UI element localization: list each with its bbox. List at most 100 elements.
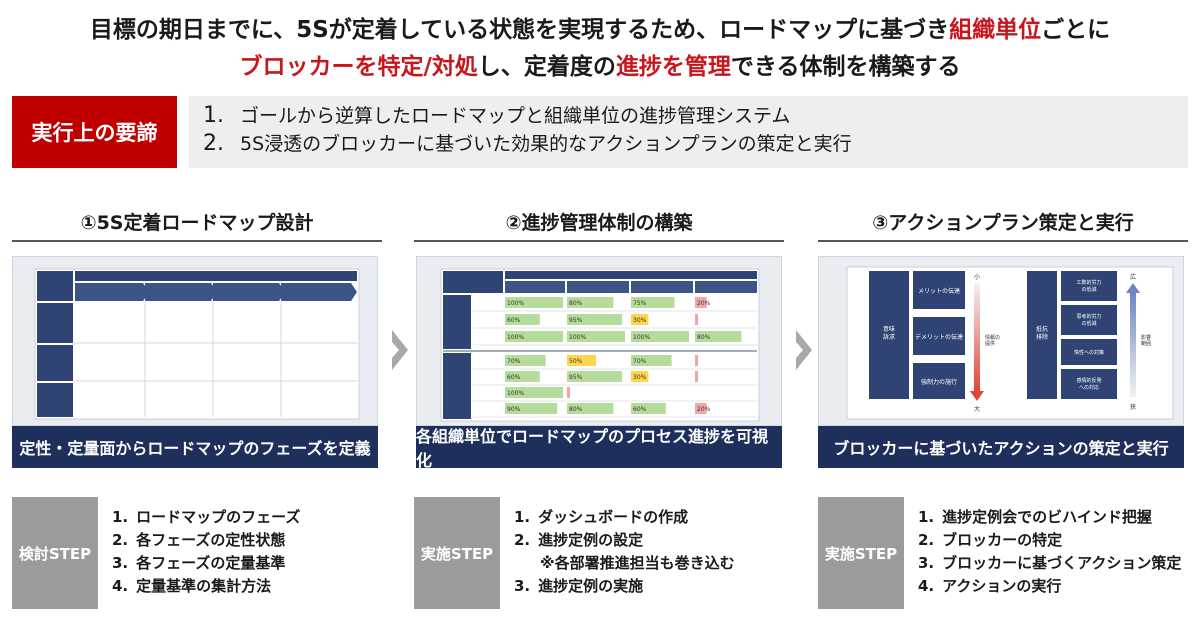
progress-bar bbox=[505, 355, 546, 366]
svg-text:工数的労力の低減: 工数的労力の低減 bbox=[1076, 279, 1101, 293]
column-1-caption: 定性・定量面からロードマップのフェーズを定義 bbox=[12, 426, 378, 468]
progress-label: 50% bbox=[569, 358, 583, 365]
column-3-step-list: 1.進捗定例会でのビハインド把握 2.ブロッカーの特定 3.ブロッカーに基づくア… bbox=[918, 506, 1181, 598]
progress-bar bbox=[567, 355, 596, 366]
svg-text:狭: 狭 bbox=[1130, 403, 1136, 411]
headline: 目標の期日までに、5Sが定着している状態を実現するため、ロードマップに基づき組織… bbox=[0, 12, 1200, 86]
svg-text:広: 広 bbox=[1130, 273, 1136, 281]
key-points-list: 1.ゴールから逆算したロードマップと組織単位の進捗管理システム 2.5S浸透のブ… bbox=[189, 96, 1188, 168]
progress-bar bbox=[695, 371, 698, 382]
progress-bar bbox=[631, 297, 675, 308]
key-point-1: 1.ゴールから逆算したロードマップと組織単位の進捗管理システム bbox=[203, 103, 791, 128]
action-plan-thumbnail: 意味訴求 メリットの伝達 デメリットの伝達 強制力の施行 小 大 情報の提供 抵… bbox=[818, 256, 1184, 426]
progress-label: 80% bbox=[569, 406, 583, 413]
progress-label: 30% bbox=[633, 374, 647, 381]
progress-bar bbox=[505, 314, 540, 325]
progress-bar bbox=[631, 355, 672, 366]
progress-bar bbox=[505, 371, 540, 382]
dashboard-thumbnail: 100%80%75%20%60%95%30%100%100%100%80%70%… bbox=[416, 256, 782, 426]
action-plan-graphic: 意味訴求 メリットの伝達 デメリットの伝達 強制力の施行 小 大 情報の提供 抵… bbox=[846, 266, 1174, 420]
progress-label: 80% bbox=[697, 334, 711, 341]
progress-bar bbox=[631, 371, 649, 382]
progress-bar bbox=[505, 331, 563, 342]
svg-text:デメリットの伝達: デメリットの伝達 bbox=[915, 333, 963, 341]
key-point-2: 2.5S浸透のブロッカーに基づいた効果的なアクションプランの策定と実行 bbox=[203, 131, 852, 156]
progress-bar bbox=[505, 403, 558, 414]
axis-1-mid-label: 情報の提供 bbox=[985, 334, 1000, 347]
left-block-text: 意味訴求 bbox=[883, 325, 895, 341]
list-item: 3.各フェーズの定量基準 bbox=[112, 554, 286, 572]
progress-label: 60% bbox=[507, 317, 521, 324]
key-points: 実行上の要諦 1.ゴールから逆算したロードマップと組織単位の進捗管理システム 2… bbox=[12, 96, 1188, 168]
chevron-right-icon bbox=[796, 330, 812, 370]
axis-2-mid-label: 影響範囲 bbox=[1141, 334, 1151, 347]
progress-bar bbox=[567, 314, 623, 325]
progress-bar bbox=[631, 331, 689, 342]
progress-bar bbox=[567, 297, 614, 308]
list-item: 3.ブロッカーに基づくアクション策定 bbox=[918, 554, 1182, 572]
column-1-rule bbox=[12, 240, 382, 242]
list-item: 4.定量基準の集計方法 bbox=[112, 577, 272, 595]
progress-bar bbox=[695, 297, 707, 308]
progress-label: 60% bbox=[633, 406, 647, 413]
list-item: 1.ロードマップのフェーズ bbox=[112, 508, 301, 526]
right-block-text: 抵抗排除 bbox=[1036, 325, 1048, 341]
svg-text:小: 小 bbox=[974, 273, 980, 281]
chevron-right-icon bbox=[392, 330, 408, 370]
column-2-step-label: 実施STEP bbox=[414, 497, 500, 609]
column-1-step-label: 検討STEP bbox=[12, 497, 98, 609]
list-item: 3.進捗定例の実施 bbox=[514, 577, 644, 595]
progress-bar bbox=[695, 403, 707, 414]
progress-bar bbox=[567, 371, 623, 382]
key-points-label: 実行上の要諦 bbox=[12, 96, 177, 168]
list-item: 1.進捗定例会でのビハインド把握 bbox=[918, 508, 1152, 526]
column-2-step-list: 1.ダッシュボードの作成 2.進捗定例の設定 ※各部署推進担当も巻き込む 3.進… bbox=[514, 506, 735, 598]
progress-bar bbox=[505, 297, 563, 308]
dashboard-graphic: 100%80%75%20%60%95%30%100%100%100%80%70%… bbox=[440, 268, 760, 422]
progress-bar bbox=[567, 331, 625, 342]
headline-line-2: ブロッカーを特定/対処し、定着度の進捗を管理できる体制を構築する bbox=[239, 54, 961, 80]
svg-text:思考的労力の低減: 思考的労力の低減 bbox=[1076, 313, 1101, 327]
list-item: 2.進捗定例の設定 bbox=[514, 531, 644, 549]
progress-bar bbox=[695, 331, 742, 342]
progress-label: 80% bbox=[569, 300, 583, 307]
list-item: 2.ブロッカーの特定 bbox=[918, 531, 1063, 549]
column-2-rule bbox=[414, 240, 784, 242]
progress-label: 30% bbox=[633, 317, 647, 324]
progress-label: 70% bbox=[633, 358, 647, 365]
list-item: 4.アクションの実行 bbox=[918, 577, 1062, 595]
roadmap-thumbnail bbox=[12, 256, 378, 426]
column-1-title: ①5S定着ロードマップ設計 bbox=[80, 212, 314, 234]
progress-label: 100% bbox=[507, 300, 524, 307]
step-note: ※各部署推進担当も巻き込む bbox=[540, 554, 735, 572]
progress-label: 70% bbox=[507, 358, 521, 365]
progress-label: 100% bbox=[507, 334, 524, 341]
progress-label: 20% bbox=[697, 300, 711, 307]
progress-label: 20% bbox=[697, 406, 711, 413]
progress-label: 95% bbox=[569, 317, 583, 324]
progress-bar bbox=[567, 387, 570, 398]
svg-text:強制力の施行: 強制力の施行 bbox=[921, 378, 957, 386]
progress-bar bbox=[505, 387, 563, 398]
svg-text:感情的反発への対応: 感情的反発への対応 bbox=[1076, 377, 1101, 391]
column-1-step-list: 1.ロードマップのフェーズ 2.各フェーズの定性状態 3.各フェーズの定量基準 … bbox=[112, 506, 300, 598]
progress-label: 100% bbox=[569, 334, 586, 341]
list-item: 1.ダッシュボードの作成 bbox=[514, 508, 689, 526]
column-3-caption: ブロッカーに基づいたアクションの策定と実行 bbox=[818, 426, 1184, 468]
svg-text:メリットの伝達: メリットの伝達 bbox=[918, 287, 960, 295]
progress-label: 100% bbox=[633, 334, 650, 341]
progress-bar bbox=[631, 314, 649, 325]
progress-bar bbox=[631, 403, 666, 414]
svg-text:惰性への対策: 惰性への対策 bbox=[1074, 349, 1104, 356]
progress-bar bbox=[567, 403, 614, 414]
progress-label: 95% bbox=[569, 374, 583, 381]
column-3-rule bbox=[818, 240, 1188, 242]
roadmap-table-graphic bbox=[34, 268, 360, 420]
progress-label: 100% bbox=[507, 390, 524, 397]
progress-label: 90% bbox=[507, 406, 521, 413]
list-item: 2.各フェーズの定性状態 bbox=[112, 531, 286, 549]
progress-bar bbox=[695, 355, 698, 366]
svg-text:大: 大 bbox=[974, 405, 980, 413]
progress-label: 60% bbox=[507, 374, 521, 381]
column-3-step-label: 実施STEP bbox=[818, 497, 904, 609]
